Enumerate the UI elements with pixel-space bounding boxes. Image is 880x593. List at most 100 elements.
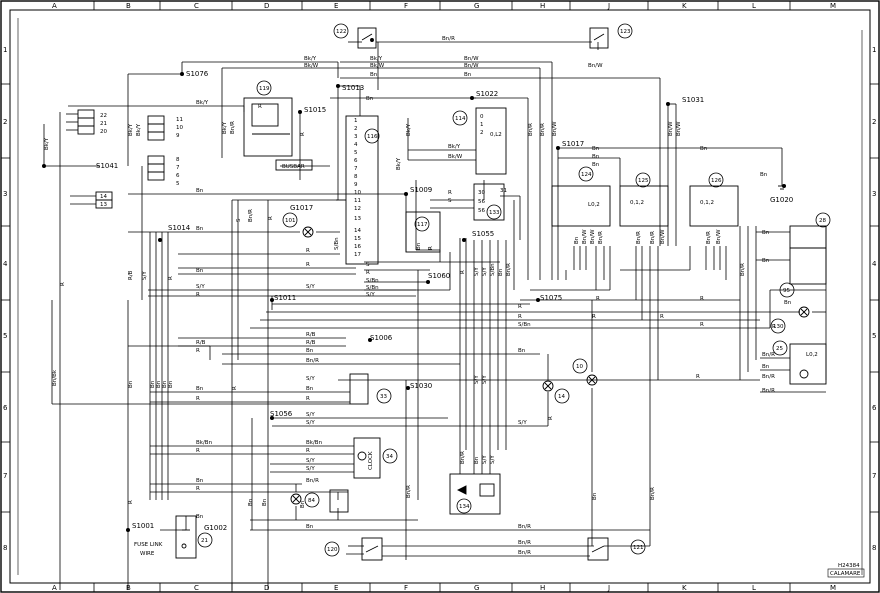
wire-label: Bn/W (588, 63, 603, 69)
wire-label: Bn (370, 72, 378, 78)
wire-label: Bn/R (248, 209, 254, 222)
terminal-label: 2 (354, 126, 358, 132)
wire-label: R (196, 348, 200, 354)
component-number: 125 (638, 178, 649, 184)
pin-label: 56 (478, 199, 485, 205)
component-number: 10 (576, 364, 583, 370)
pin-label: 31 (500, 188, 507, 194)
wire-label: Bn (784, 300, 792, 306)
wire-label: Bn (300, 500, 306, 508)
publisher-logo: CALAMARE (830, 571, 861, 577)
wire-label: R (696, 374, 700, 380)
wire-label: Bn/R (306, 358, 319, 364)
publisher-box (827, 568, 865, 578)
wire-label: Bk/Bn (196, 440, 213, 446)
terminal-label: 13 (354, 216, 361, 222)
col-label-h-top: H (540, 2, 545, 10)
wire-label: Bn (518, 348, 526, 354)
wire-label: Bn (306, 348, 314, 354)
wire-label: Bn (762, 258, 770, 264)
col-label-k-top: K (682, 2, 687, 10)
module-116 (345, 115, 379, 265)
switch-122 (357, 27, 377, 49)
wire-label: Bn/R (540, 123, 546, 136)
col-label-j-bottom: J (607, 584, 610, 592)
wire-label: Bn (700, 146, 708, 152)
wire-label: Bk/W (370, 63, 385, 69)
pin-label: 1 (480, 122, 484, 128)
wire-label: Bn/W (668, 121, 674, 136)
wire-label: Bn (762, 230, 770, 236)
wire-label: Bn (150, 380, 156, 388)
terminal-label: 10 (354, 190, 361, 196)
node-label: S1075 (540, 294, 562, 302)
wire-label: Bk/Y (136, 123, 142, 136)
busbar-label: BUSBAR (282, 164, 305, 170)
component-number: 130 (773, 324, 784, 330)
switch-label: 0,1,2 (630, 200, 644, 206)
row-label-5-right: 5 (872, 332, 876, 340)
col-label-d-top: D (264, 2, 269, 10)
wire-label: Bn/R (406, 485, 412, 498)
col-label-h-bottom: H (540, 584, 545, 592)
wire-label: Bn (196, 188, 204, 194)
row-label-8-right: 8 (872, 544, 876, 552)
wire-label: R (196, 486, 200, 492)
wire-label: Bn/R (518, 550, 531, 556)
wire-label: Bn (162, 380, 168, 388)
wire-label: S/Y (306, 458, 315, 464)
fuse-number: 14 (100, 194, 107, 200)
row-label-7-left: 7 (3, 472, 7, 480)
wire-label: Bn (592, 162, 600, 168)
fuse-number: 20 (100, 129, 107, 135)
node-label: S1014 (168, 224, 191, 232)
node-label: S1056 (270, 410, 293, 418)
col-label-a-bottom: A (52, 584, 57, 592)
wire-label: S/Y (306, 466, 315, 472)
wire-label: R (60, 282, 66, 286)
fuse-number: 7 (176, 165, 180, 171)
terminal-label: 11 (354, 198, 361, 204)
wire-label: S (448, 198, 452, 204)
node-label: S1055 (472, 230, 494, 238)
component-number: 123 (620, 29, 631, 35)
switch-123 (589, 27, 609, 49)
wire-label: Bn/Bk (52, 369, 58, 386)
switch-117 (405, 211, 441, 253)
wire-label: Bn/R (528, 123, 534, 136)
switch-126 (689, 185, 739, 227)
switch-label: L0,2 (588, 202, 600, 208)
module-133 (473, 183, 505, 221)
component-number: 25 (776, 346, 783, 352)
wire-label: Bn (474, 456, 480, 464)
wire-label: Bn (156, 380, 162, 388)
fuse-number: 22 (100, 113, 107, 119)
row-label-1-left: 1 (3, 46, 7, 54)
module-119 (243, 97, 293, 157)
wire-label: R (306, 248, 310, 254)
col-label-g-bottom: G (474, 584, 479, 592)
switch-125 (619, 185, 669, 227)
component-number: 124 (581, 172, 592, 178)
wire-label: R (196, 396, 200, 402)
row-label-5-left: 5 (3, 332, 7, 340)
terminal-label: 16 (354, 244, 361, 250)
terminal-label: 7 (354, 166, 358, 172)
wire-label: R/B (128, 270, 134, 280)
fuse-number: 21 (100, 121, 107, 127)
component-number: 116 (367, 134, 378, 140)
node-label: S1041 (96, 162, 118, 170)
node-label: S1001 (132, 522, 154, 530)
pin-label: 30 (478, 190, 485, 196)
wire-label: Bn/W (660, 229, 666, 244)
wire-label: Bk/W (304, 63, 319, 69)
wire-label: R/B (306, 340, 316, 346)
terminal-label: 14 (354, 228, 361, 234)
wire-label: R (700, 322, 704, 328)
terminal-label: 3 (354, 134, 358, 140)
wire-label: Bn/R (762, 388, 775, 394)
component-number: 84 (308, 498, 315, 504)
wire-label: Bk/W (448, 154, 463, 160)
